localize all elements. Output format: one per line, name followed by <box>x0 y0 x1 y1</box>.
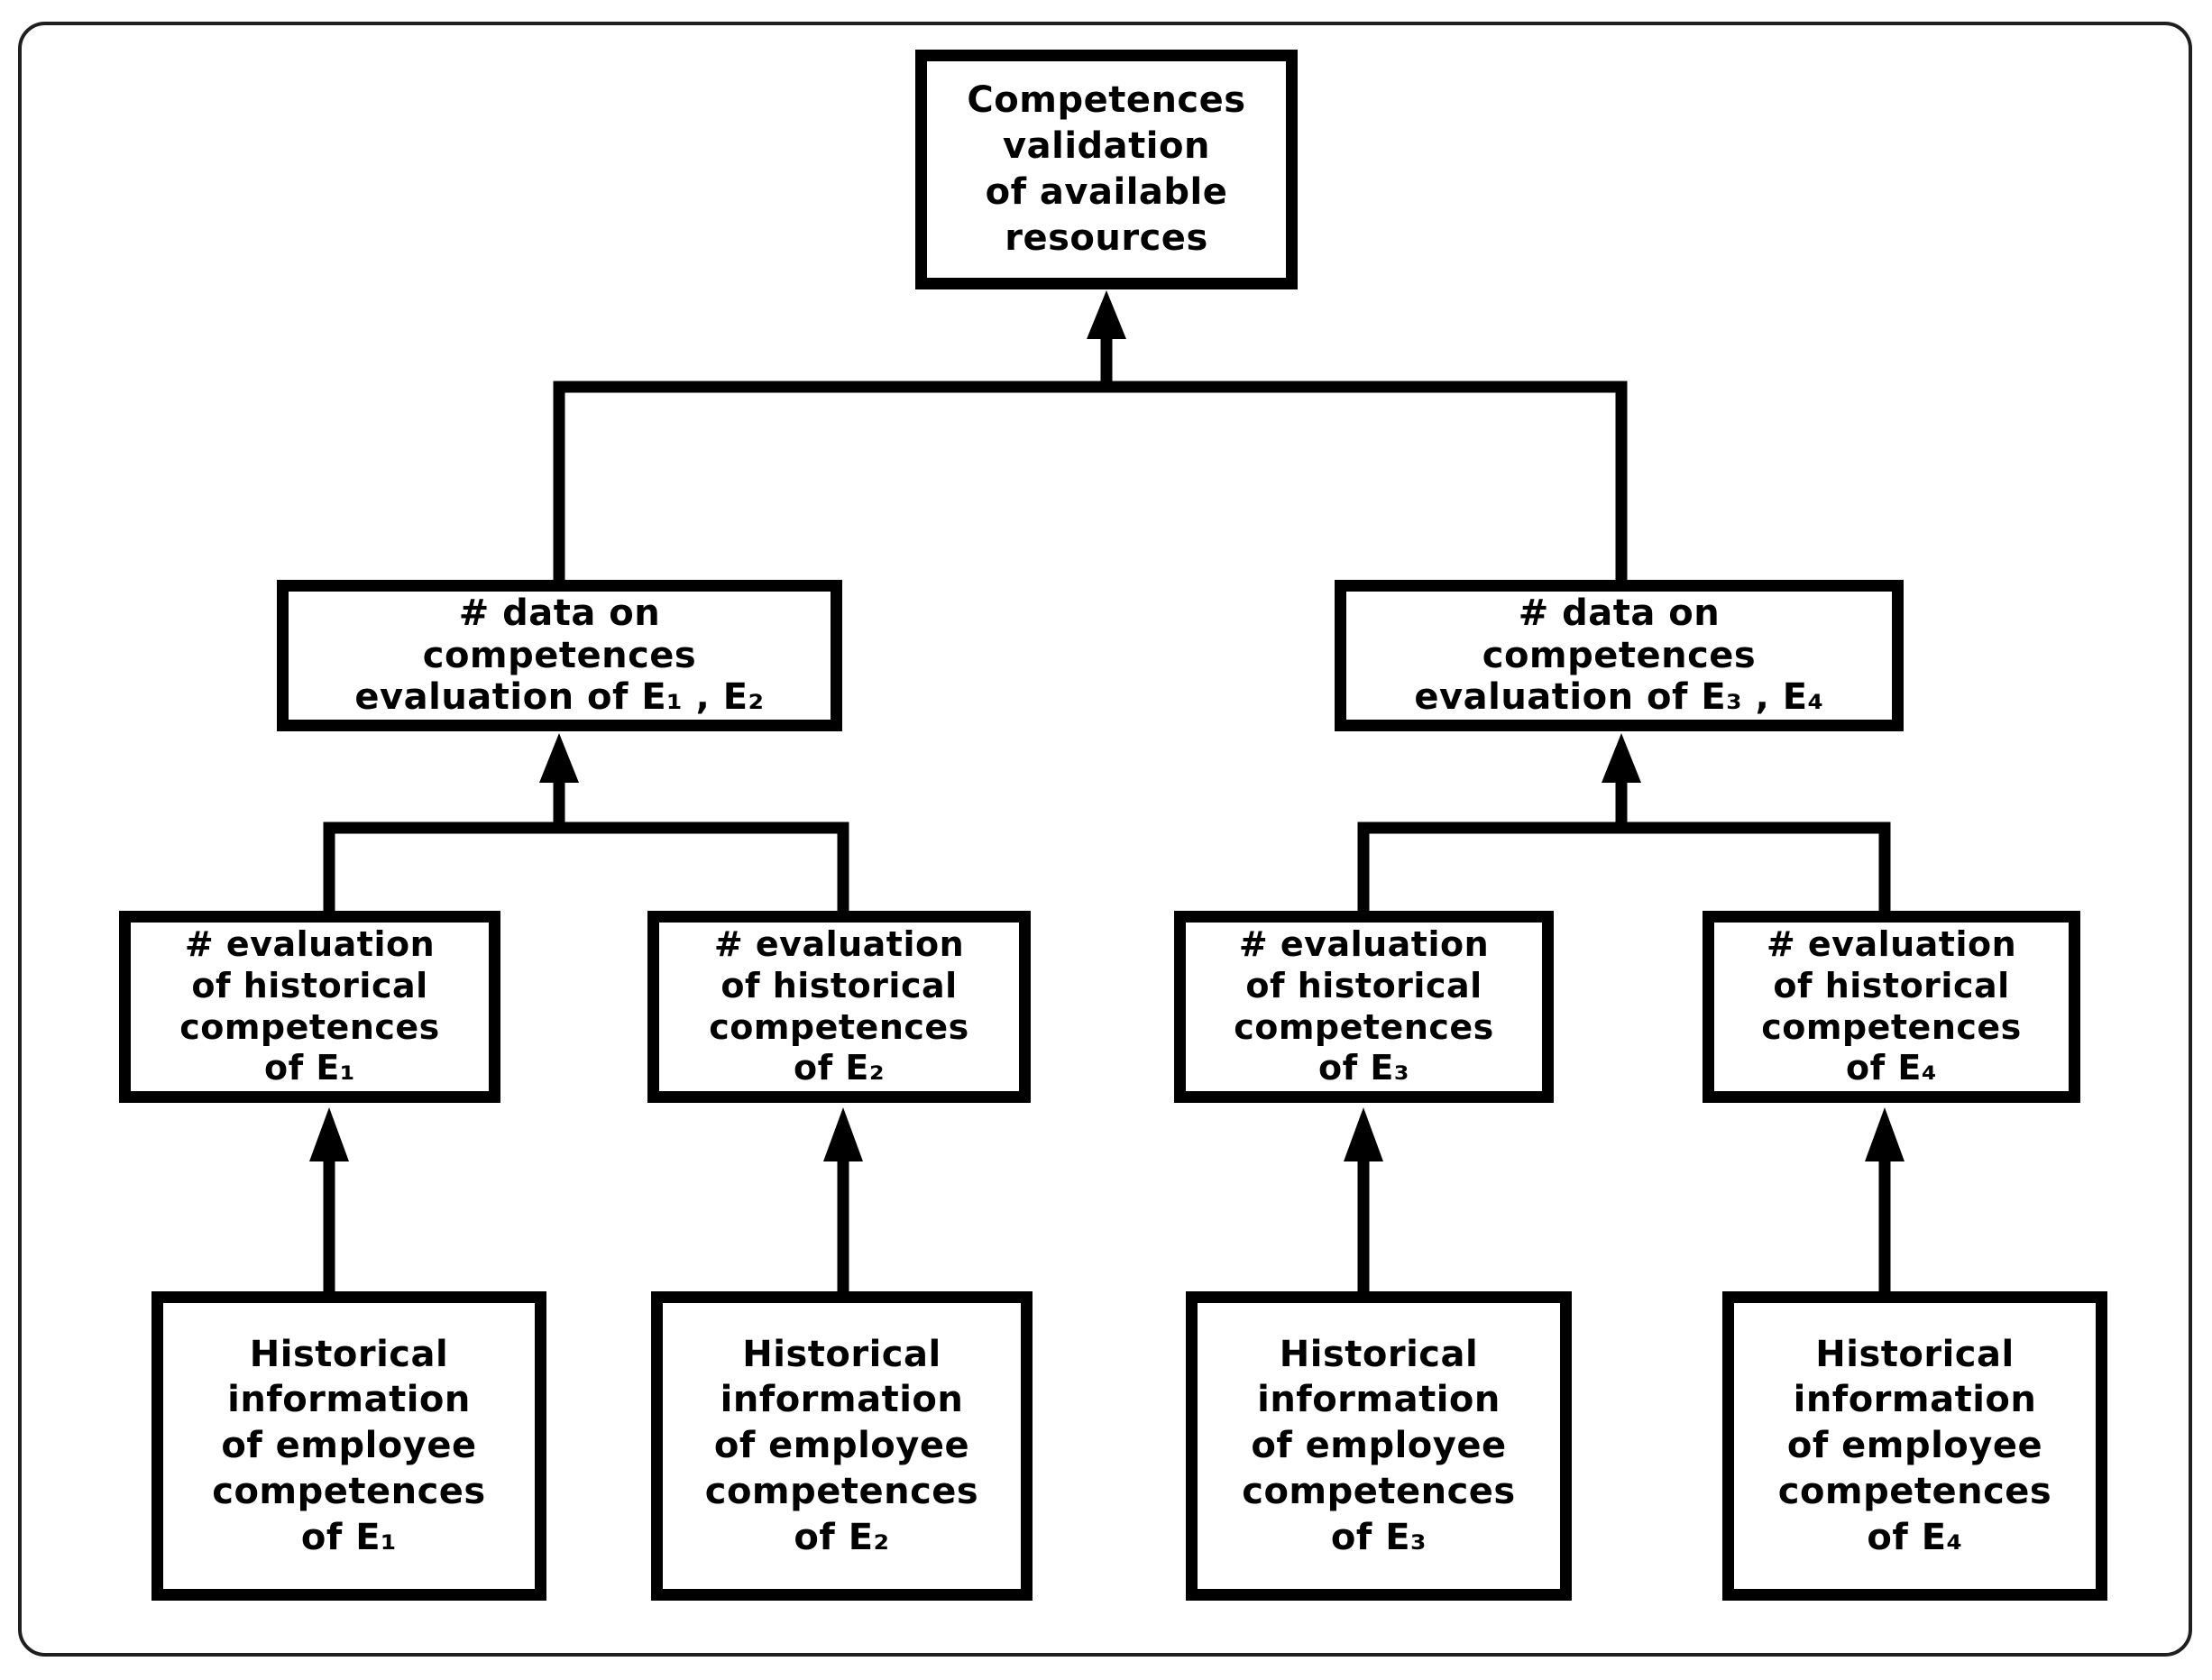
node-data-e1-e2-label: # data on competences evaluation of E₁ ,… <box>354 592 765 719</box>
arrow-root <box>1087 290 1126 390</box>
connector-bus-left <box>323 822 849 918</box>
arrow-level2-left <box>539 733 579 831</box>
node-evaluation-e4: # evaluation of historical competences o… <box>1703 911 2080 1103</box>
node-history-e1: Historical information of employee compe… <box>151 1291 546 1601</box>
node-data-e1-e2: # data on competences evaluation of E₁ ,… <box>277 580 842 731</box>
arrow-level3-e4 <box>1865 1107 1905 1297</box>
node-root: Competences validation of available reso… <box>915 50 1298 289</box>
arrow-level3-e2 <box>823 1107 863 1297</box>
arrow-level3-e3 <box>1344 1107 1383 1297</box>
node-history-e2: Historical information of employee compe… <box>651 1291 1033 1601</box>
node-evaluation-e4-label: # evaluation of historical competences o… <box>1761 924 2022 1088</box>
node-data-e3-e4: # data on competences evaluation of E₃ ,… <box>1335 580 1904 731</box>
node-history-e1-label: Historical information of employee compe… <box>212 1333 486 1558</box>
node-history-e3-label: Historical information of employee compe… <box>1242 1333 1516 1558</box>
node-evaluation-e1-label: # evaluation of historical competences o… <box>179 924 440 1088</box>
connector-bus-right <box>1357 822 1891 918</box>
node-evaluation-e1: # evaluation of historical competences o… <box>119 911 500 1103</box>
node-data-e3-e4-label: # data on competences evaluation of E₃ ,… <box>1414 592 1824 719</box>
node-evaluation-e2-label: # evaluation of historical competences o… <box>709 924 969 1088</box>
diagram-outer-frame <box>18 22 2192 1657</box>
node-history-e2-label: Historical information of employee compe… <box>704 1333 979 1558</box>
node-evaluation-e3: # evaluation of historical competences o… <box>1174 911 1554 1103</box>
arrow-level3-e1 <box>309 1107 349 1297</box>
node-history-e4-label: Historical information of employee compe… <box>1777 1333 2052 1558</box>
node-history-e3: Historical information of employee compe… <box>1186 1291 1572 1601</box>
connector-bus-root <box>553 381 1628 588</box>
node-root-label: Competences validation of available reso… <box>967 78 1246 260</box>
node-history-e4: Historical information of employee compe… <box>1722 1291 2107 1601</box>
node-evaluation-e3-label: # evaluation of historical competences o… <box>1234 924 1494 1088</box>
arrow-level2-right <box>1602 733 1641 831</box>
node-evaluation-e2: # evaluation of historical competences o… <box>647 911 1031 1103</box>
